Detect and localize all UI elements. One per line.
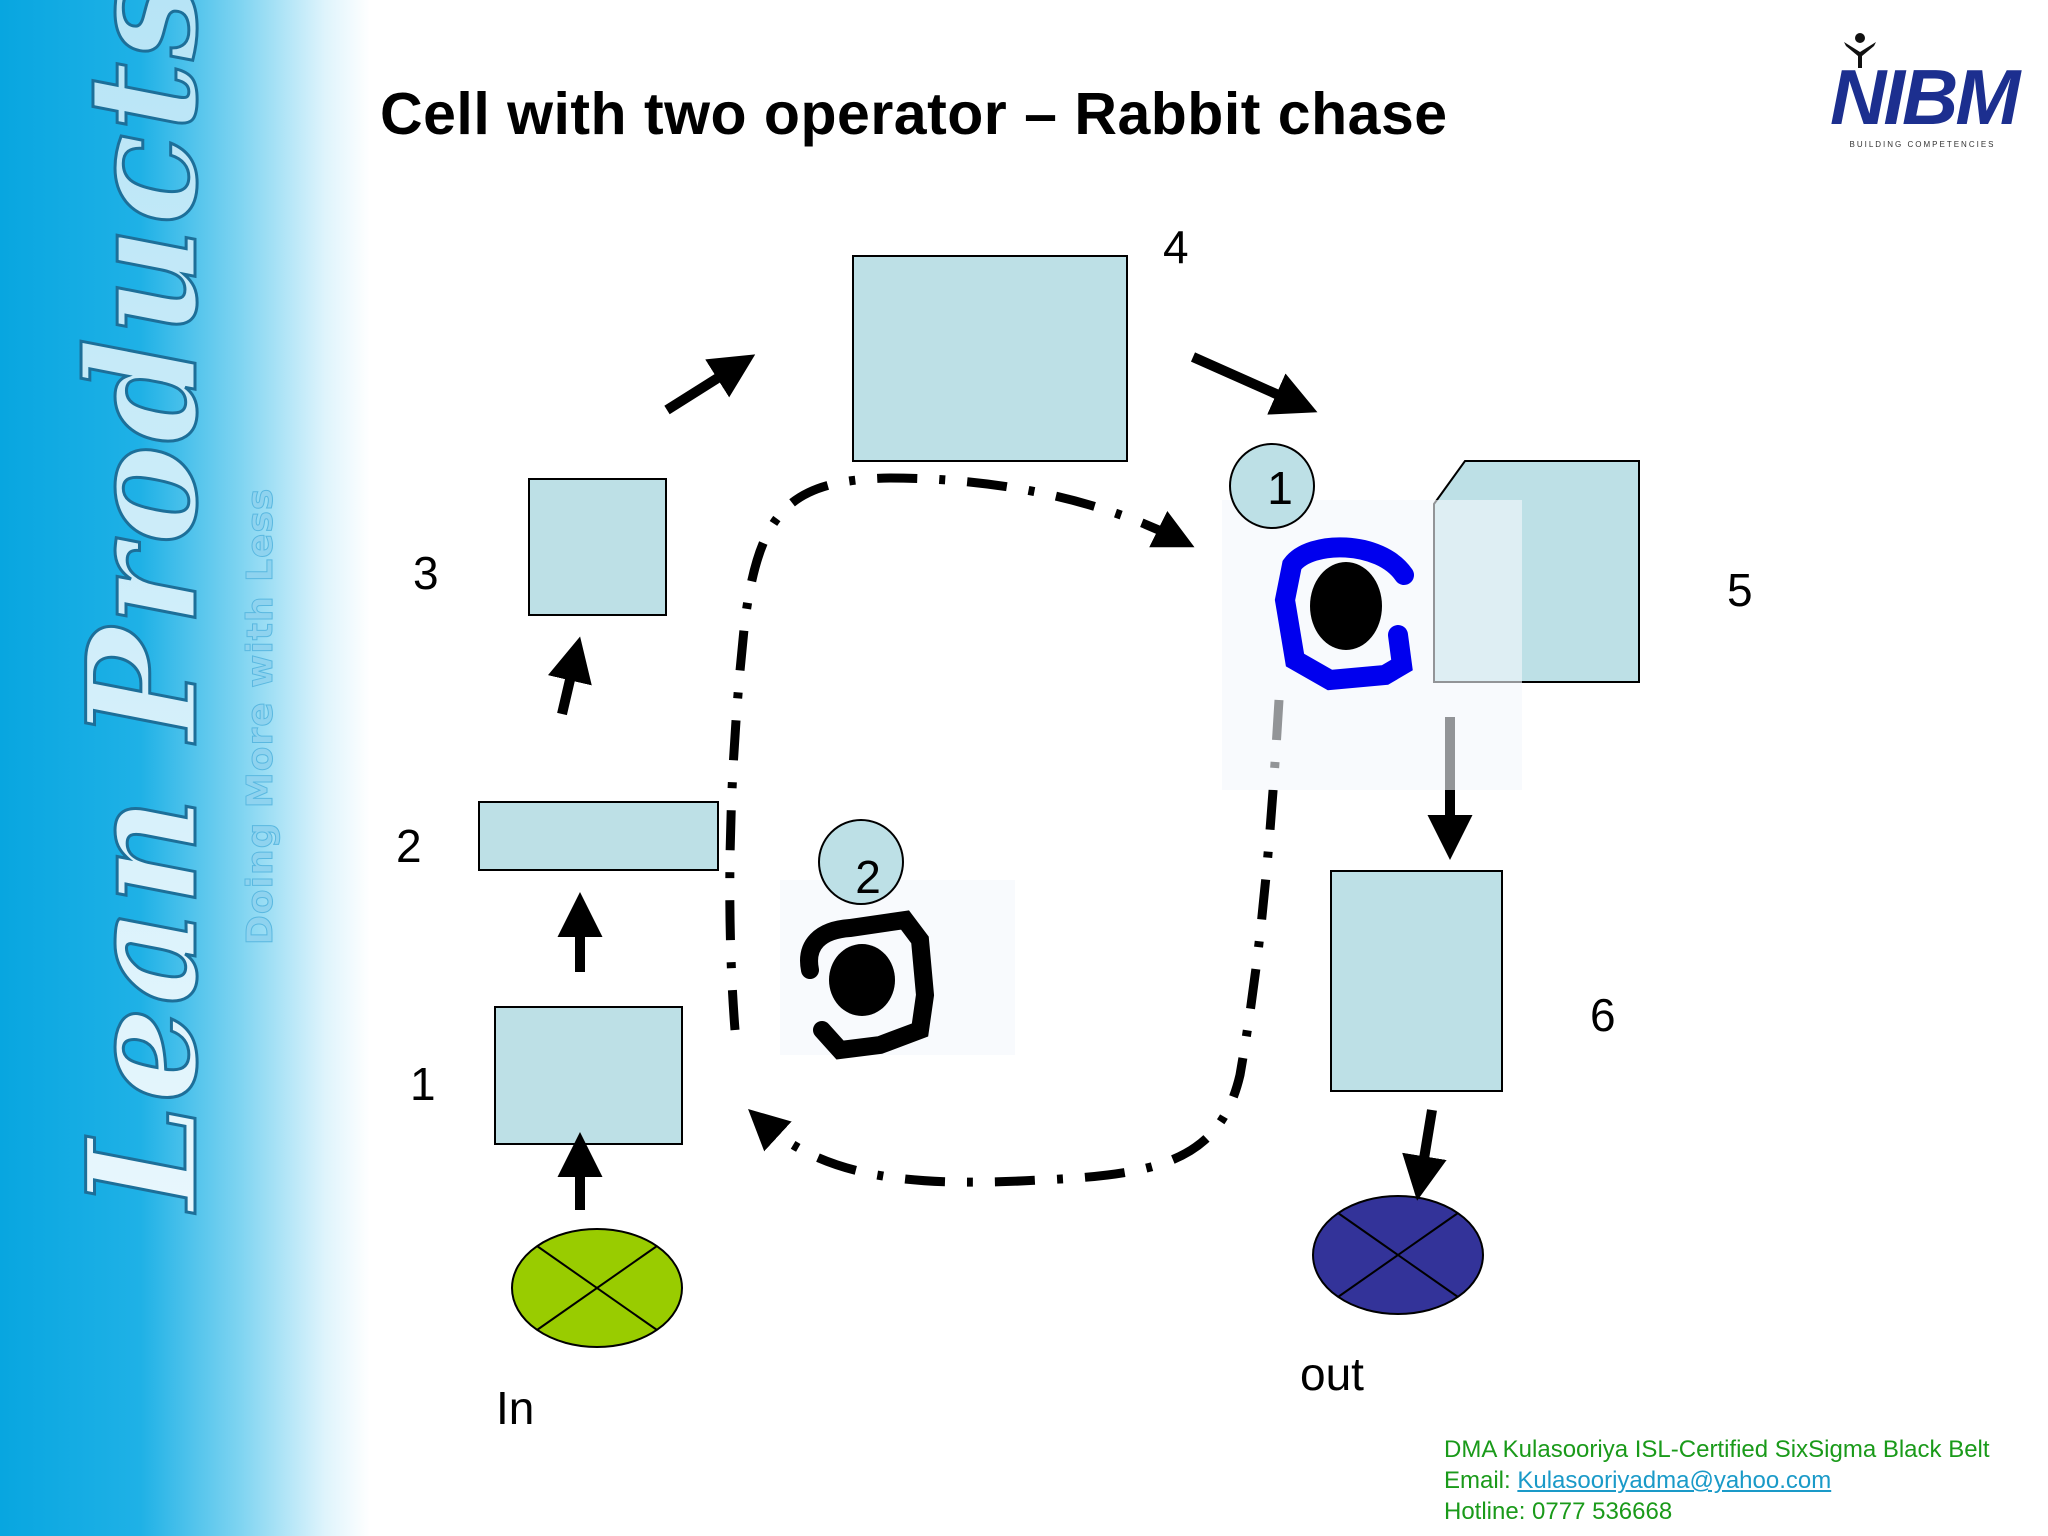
station-label-3: 3 [413, 547, 439, 599]
operator-1-head [1310, 562, 1382, 650]
logo-text: NIBM [1830, 53, 2020, 141]
operator-2-head [829, 944, 895, 1016]
input-label: In [496, 1382, 534, 1434]
nibm-logo: NIBM BUILDING COMPETENCIES [1830, 30, 2020, 155]
slide-title: Cell with two operator – Rabbit chase [380, 81, 1448, 147]
footer-email-link[interactable]: Kulasooriyadma@yahoo.com [1517, 1467, 1832, 1494]
footer-email-label: Email: [1444, 1467, 1511, 1494]
operator-path-right [748, 699, 1284, 1187]
flow-arrow-3-to-4 [664, 354, 756, 415]
station-label-5: 5 [1727, 564, 1753, 616]
station-6-box [1330, 870, 1503, 1092]
operator-1-number: 1 [1267, 462, 1293, 514]
output-symbol [1312, 1195, 1484, 1315]
sidebar-script-text: Lean Products [55, 0, 231, 1214]
station-3-box [528, 478, 667, 616]
operator-1-rotation-icon [1274, 537, 1414, 691]
sidebar-tagline: Doing More with Less [240, 488, 281, 945]
station-2-box [478, 801, 719, 871]
operator-2-number: 2 [855, 851, 881, 903]
station-1-box [494, 1006, 683, 1145]
operator-2-rotation-icon [800, 910, 935, 1060]
station-label-6: 6 [1590, 989, 1616, 1041]
person-icon [1844, 33, 1876, 68]
operator-1: 1 [1222, 443, 1522, 790]
station-4-box [852, 255, 1128, 462]
operator-1-badge [1229, 443, 1315, 529]
flow-arrow-6-to-out [1402, 1109, 1447, 1201]
station-label-2: 2 [396, 820, 422, 872]
flow-arrow-2-to-3 [547, 636, 592, 716]
station-label-1: 1 [410, 1058, 436, 1110]
output-label: out [1300, 1348, 1364, 1400]
sidebar-branding: Lean Products Doing More with Less [54, 0, 282, 1216]
footer-author-line: DMA Kulasooriya ISL-Certified SixSigma B… [1444, 1436, 1990, 1463]
operator-path-left [725, 473, 1195, 1031]
input-symbol [511, 1228, 683, 1348]
operator-2-badge [818, 819, 904, 905]
flow-arrow-4-to-5 [1190, 352, 1318, 415]
station-label-4: 4 [1163, 221, 1189, 273]
sidebar-banner [0, 0, 370, 1536]
footer-email-line: Email: Kulasooriyadma@yahoo.com [1444, 1465, 1990, 1496]
operator-2: 2 [780, 819, 1015, 1060]
footer-credit: DMA Kulasooriya ISL-Certified SixSigma B… [1444, 1434, 1990, 1527]
logo-subtitle: BUILDING COMPETENCIES [1849, 140, 1996, 149]
footer-hotline: Hotline: 0777 536668 [1444, 1498, 1673, 1525]
